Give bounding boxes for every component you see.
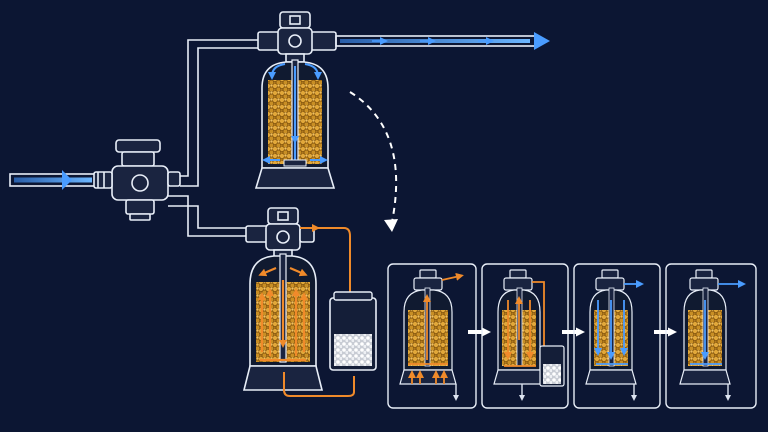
service-supply-pipe	[180, 39, 258, 187]
step-2-brine-draw	[481, 263, 569, 409]
outlet-flow-arrow	[534, 32, 550, 50]
cycle-transition-arrow	[349, 91, 398, 232]
step-1-backwash	[387, 263, 477, 409]
regen-supply-pipe	[168, 195, 246, 237]
inlet-flow-arrow	[62, 170, 72, 190]
bypass-valve-head	[93, 139, 181, 221]
salt-bed	[334, 334, 372, 366]
regen-tank	[242, 207, 324, 391]
step-3-slow-rinse	[573, 263, 661, 409]
regeneration-steps	[387, 263, 757, 409]
outlet-pipe	[335, 32, 550, 50]
service-tank	[254, 11, 337, 189]
brine-tank	[283, 227, 377, 397]
step-4-fast-rinse	[665, 263, 757, 409]
